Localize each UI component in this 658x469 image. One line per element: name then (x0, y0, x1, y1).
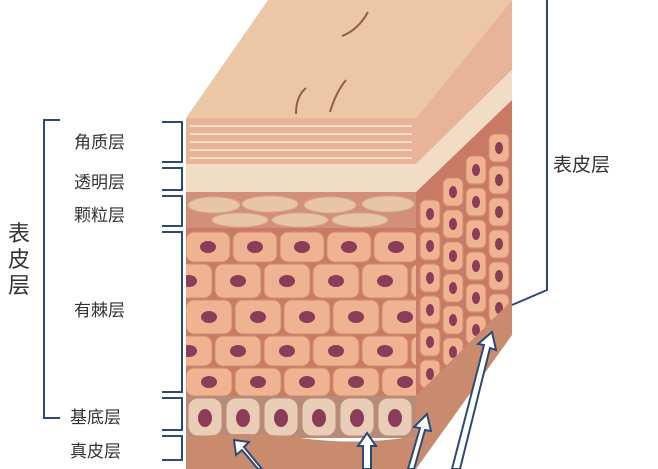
granule-cells (187, 195, 415, 228)
cell-nucleus (236, 409, 250, 427)
cell-nucleus (472, 260, 480, 272)
bracket-lucidum (162, 167, 183, 191)
cell-nucleus (449, 346, 457, 358)
cell-nucleus (350, 409, 364, 427)
cell-nucleus (472, 196, 480, 208)
basal-cells (187, 397, 413, 437)
cell-nucleus (348, 376, 364, 388)
cell-nucleus (312, 409, 326, 427)
cell-nucleus (449, 282, 457, 294)
cell-nucleus (250, 376, 266, 388)
cell-nucleus (201, 376, 217, 388)
cell-nucleus (495, 142, 503, 154)
spinosum-cell (410, 264, 416, 298)
vertical-char-3: 层 (8, 274, 31, 299)
left-brackets (43, 119, 183, 461)
cell-nucleus (186, 275, 197, 287)
cell-nucleus (397, 376, 413, 388)
cell-nucleus (426, 336, 434, 348)
cell-nucleus (495, 206, 503, 218)
spinosum-cell (410, 336, 416, 366)
stratum-lucidum-front (186, 164, 416, 192)
spinosum-cell (186, 335, 213, 367)
cell-nucleus (200, 241, 216, 253)
cell-nucleus (247, 241, 263, 253)
bracket-granulosum (162, 195, 183, 227)
bracket-dermis (162, 435, 183, 461)
cell-nucleus (426, 208, 434, 220)
bracket-corneum (162, 121, 183, 163)
arrow-1 (232, 438, 264, 469)
cell-nucleus (279, 275, 295, 287)
top-face (186, 0, 512, 118)
label-dermis: 真皮层 (70, 442, 121, 462)
label-stratum-lucidum: 透明层 (74, 173, 125, 193)
label-stratum-spinosum: 有棘层 (74, 301, 125, 321)
cell-nucleus (198, 409, 212, 427)
side-face (416, 0, 512, 469)
cell-nucleus (397, 311, 413, 323)
cell-nucleus (495, 174, 503, 186)
cell-nucleus (328, 345, 344, 357)
front-face (186, 118, 416, 469)
cell-nucleus (449, 218, 457, 230)
cell-nucleus (388, 409, 402, 427)
cell-nucleus (186, 345, 197, 357)
cell-nucleus (426, 240, 434, 252)
cell-nucleus (250, 311, 266, 323)
dermis-front (186, 434, 416, 469)
cell-nucleus (472, 292, 480, 304)
spinosum-cell (186, 263, 213, 299)
cell-nucleus (341, 241, 357, 253)
cell-nucleus (377, 345, 393, 357)
cell-nucleus (201, 311, 217, 323)
surface-creases (295, 11, 369, 115)
cell-nucleus (426, 368, 434, 380)
label-stratum-corneum: 角质层 (74, 133, 125, 153)
bracket-spinosum (162, 231, 183, 393)
label-epidermis-vertical: 表 皮 层 (8, 222, 30, 300)
cell-nucleus (230, 275, 246, 287)
vertical-char-1: 表 (8, 222, 31, 247)
cell-nucleus (472, 164, 480, 176)
arrow-4 (450, 330, 498, 469)
label-stratum-granulosum: 颗粒层 (74, 206, 125, 226)
vertical-char-2: 皮 (8, 248, 31, 273)
cell-nucleus (472, 228, 480, 240)
cell-nucleus (274, 409, 288, 427)
cell-nucleus (279, 345, 295, 357)
upward-arrows (232, 330, 498, 469)
cell-nucleus (299, 311, 315, 323)
cell-nucleus (377, 275, 393, 287)
bracket-basale (162, 397, 183, 431)
cell-nucleus (426, 304, 434, 316)
arrow-2 (356, 431, 378, 469)
cell-nucleus (299, 376, 315, 388)
cell-nucleus (426, 272, 434, 284)
cell-nucleus (449, 314, 457, 326)
cell-nucleus (230, 345, 246, 357)
corneum-lines (190, 125, 412, 159)
cell-nucleus (388, 241, 404, 253)
arrow-3 (406, 412, 433, 469)
label-stratum-basale: 基底层 (70, 408, 121, 428)
cell-nucleus (472, 324, 480, 336)
bracket-epidermis-right (511, 0, 548, 306)
cell-nucleus (348, 311, 364, 323)
cell-nucleus (449, 250, 457, 262)
cell-nucleus (328, 275, 344, 287)
bracket-epidermis-left (43, 119, 60, 419)
spinosum-cells (186, 231, 416, 397)
cell-nucleus (495, 270, 503, 282)
cell-nucleus (294, 241, 310, 253)
cell-nucleus (449, 186, 457, 198)
label-epidermis-right: 表皮层 (553, 154, 611, 176)
cell-nucleus (495, 238, 503, 250)
